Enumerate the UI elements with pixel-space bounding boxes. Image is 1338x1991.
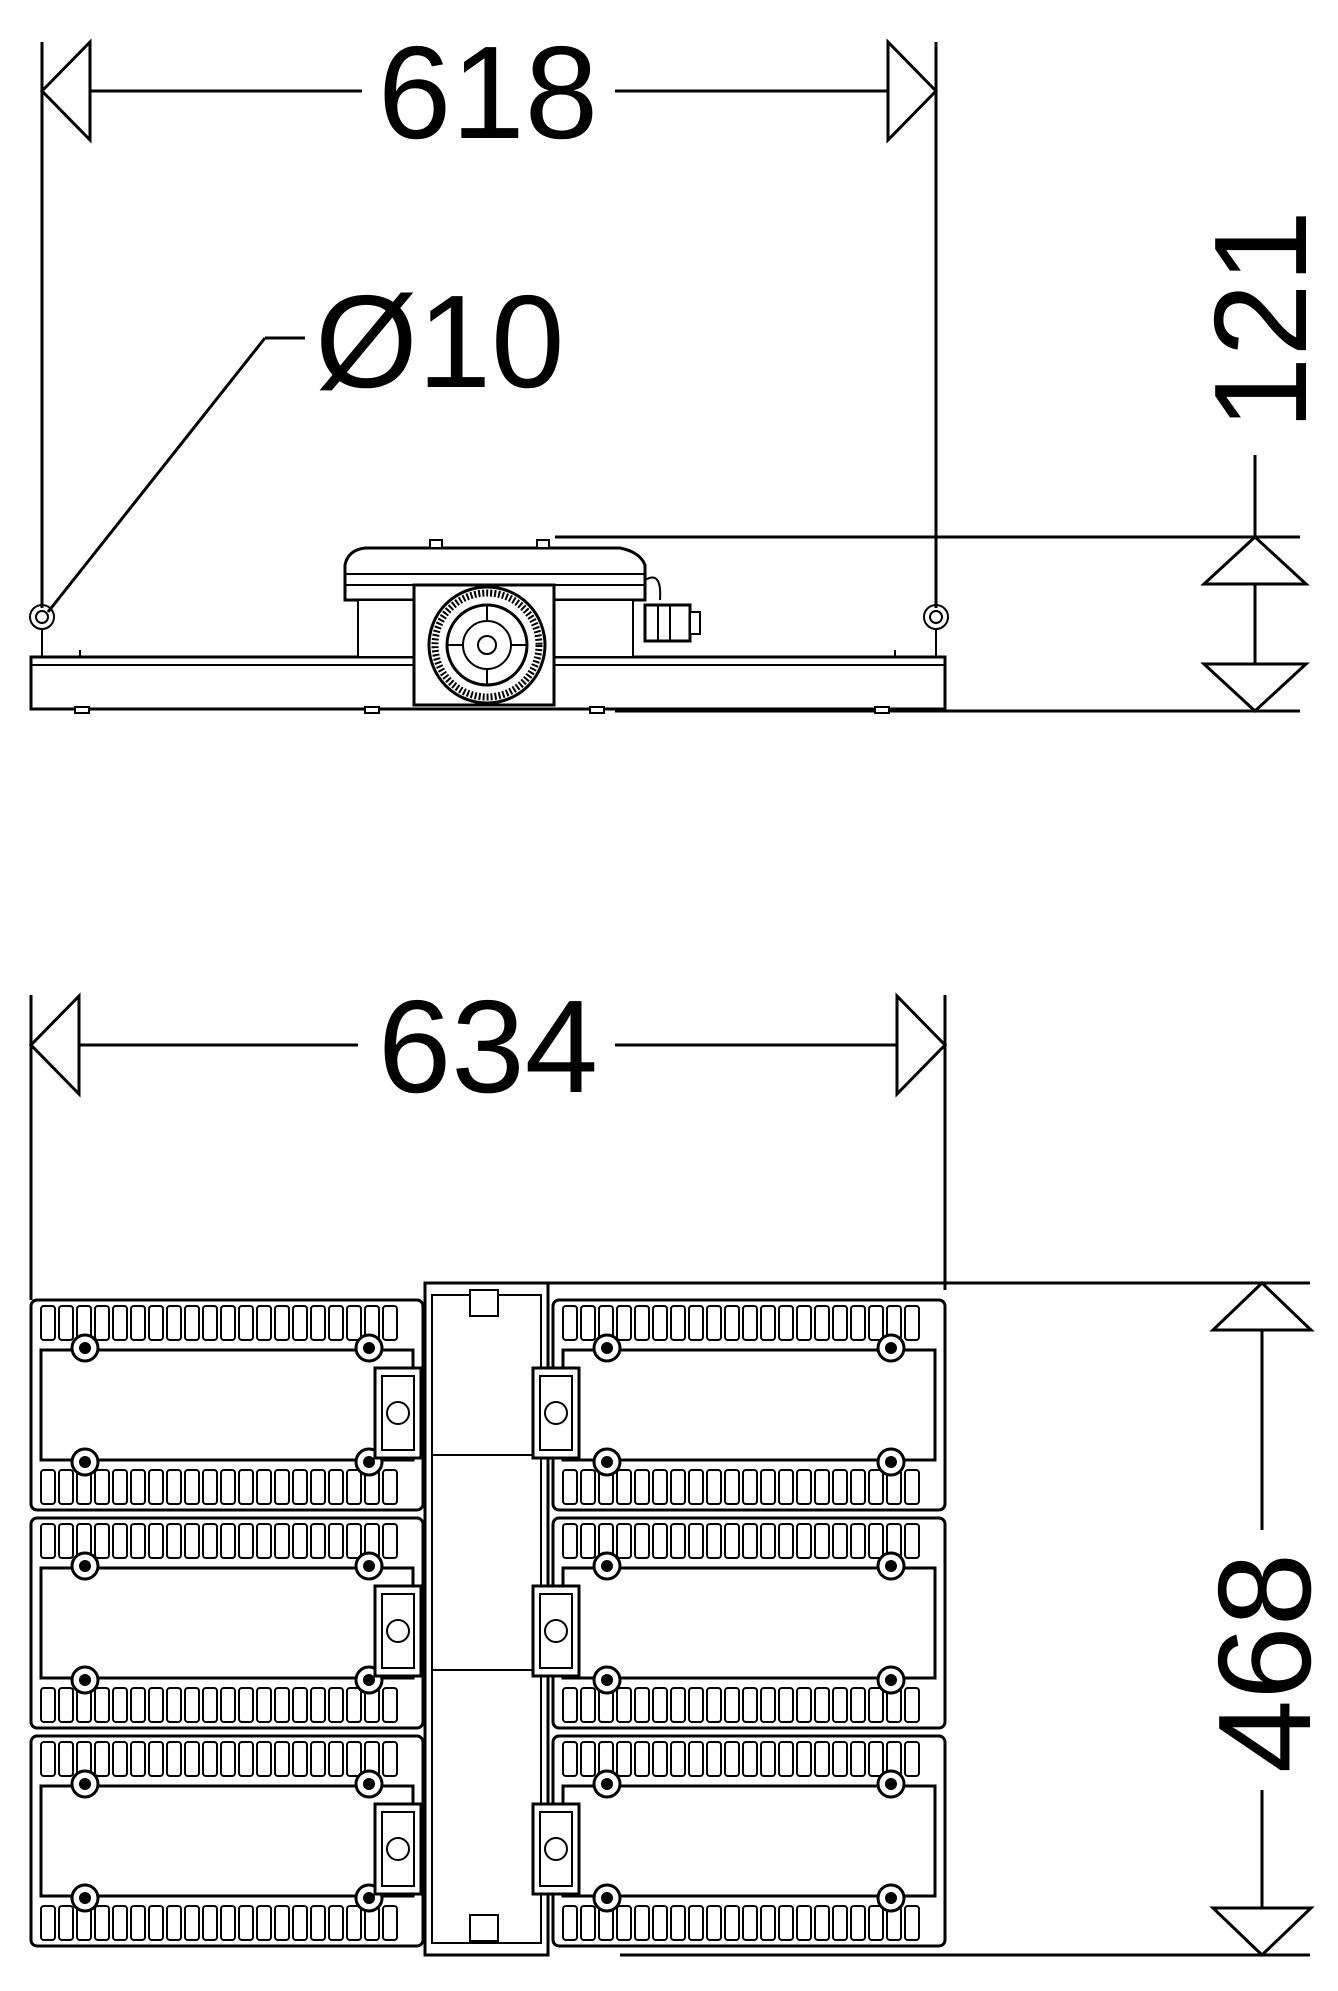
module-connector (531, 1366, 581, 1460)
fixture-side-profile (29, 539, 949, 714)
module-connector (531, 1584, 581, 1678)
suspension-eye-left (29, 604, 55, 630)
side-width-label: 618 (378, 19, 598, 166)
spine-clip-top (469, 1289, 499, 1317)
module-connector (373, 1366, 423, 1460)
top-view: 634 468 (28, 973, 1338, 1958)
module-connector (373, 1584, 423, 1678)
top-width-label: 634 (378, 973, 598, 1120)
side-width-dimension: 618 (39, 19, 939, 608)
suspension-eye-right (923, 604, 949, 630)
side-view: 618 Ø10 121 (29, 19, 1334, 714)
spine-clip-bottom (469, 1914, 499, 1942)
led-module-1 (29, 1298, 425, 1512)
module-connector (373, 1802, 423, 1896)
module-connector (531, 1802, 581, 1896)
led-modules (29, 1298, 947, 1948)
led-module-6 (531, 1734, 947, 1948)
arrowhead-down (1209, 1906, 1315, 1958)
cable-gland (643, 603, 692, 643)
central-spine (423, 1281, 550, 1957)
arrowhead-up (1200, 534, 1310, 586)
arrowhead-left (39, 38, 92, 144)
top-width-dimension: 634 (28, 973, 948, 1300)
side-height-label: 121 (1187, 210, 1334, 430)
arrowhead-up (1209, 1280, 1315, 1332)
fixture-top-plan (29, 1281, 947, 1957)
diameter-leader: Ø10 (46, 268, 565, 613)
diameter-label: Ø10 (315, 268, 565, 415)
side-height-dimension: 121 (555, 210, 1334, 714)
led-module-5 (29, 1734, 425, 1948)
arrowhead-down (1200, 662, 1310, 714)
top-depth-dimension: 468 (440, 1280, 1338, 1958)
arrowhead-right (895, 992, 948, 1098)
led-module-2 (531, 1298, 947, 1512)
led-module-4 (531, 1516, 947, 1730)
arrowhead-right (886, 38, 939, 144)
top-depth-label: 468 (1191, 1553, 1338, 1773)
led-module-3 (29, 1516, 425, 1730)
arrowhead-left (28, 992, 81, 1098)
